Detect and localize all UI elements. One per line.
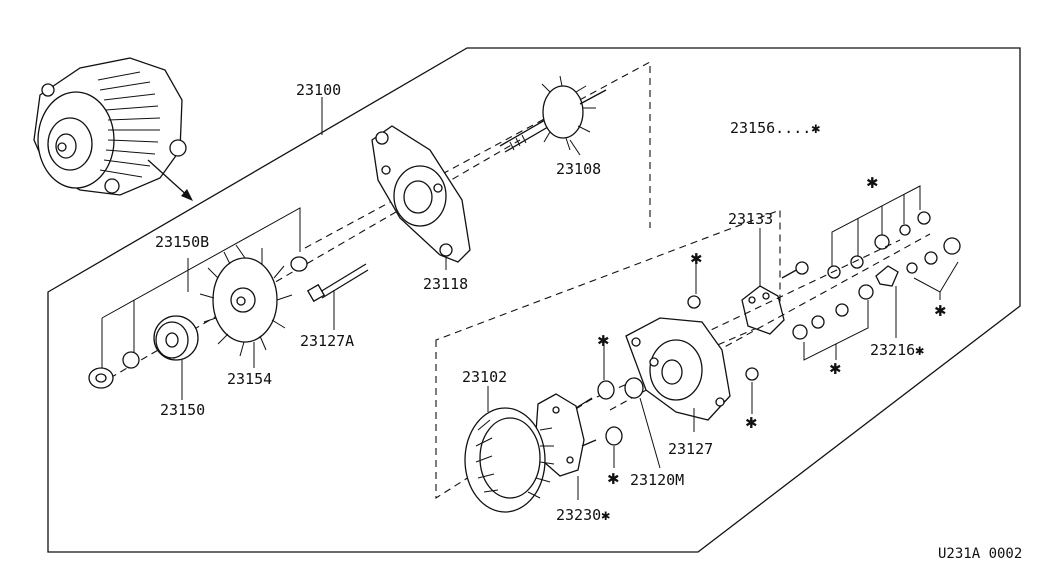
terminal-nut <box>924 251 938 265</box>
rear-bearing <box>624 377 644 399</box>
label-23154: 23154 <box>227 370 272 388</box>
star-marker: ✱ <box>607 470 620 488</box>
spacer-washer <box>290 256 308 272</box>
terminal-nut <box>917 211 931 225</box>
front-housing <box>371 125 471 263</box>
bushing-lower <box>605 426 623 446</box>
label-23100: 23100 <box>296 81 341 99</box>
reference-code: U231A 0002 <box>938 546 1022 562</box>
label-23133: 23133 <box>728 210 773 228</box>
pulley-nut <box>88 367 114 389</box>
terminal-nut <box>858 284 874 300</box>
assembly-frame <box>47 47 1021 553</box>
star-marker: ✱ <box>934 302 947 320</box>
label-23216: 23216✱ <box>870 341 924 359</box>
terminal-washer <box>811 315 825 329</box>
label-23118: 23118 <box>423 275 468 293</box>
label-23108: 23108 <box>556 160 601 178</box>
terminal-nut <box>874 234 890 250</box>
label-23120M: 23120M <box>630 471 684 489</box>
rotor-group-dashed-frame <box>304 61 651 249</box>
through-bolt <box>306 263 369 303</box>
star-marker: ✱ <box>745 414 758 432</box>
stator-part <box>464 407 555 513</box>
label-23150B: 23150B <box>155 233 209 251</box>
star-marker: ✱ <box>690 250 703 268</box>
bushing-upper <box>597 380 615 400</box>
terminal-cap <box>943 237 961 255</box>
rotor-part <box>499 75 607 153</box>
label-23150: 23150 <box>160 401 205 419</box>
terminal-washer <box>835 303 849 317</box>
terminal-washer <box>906 262 918 274</box>
fan-part <box>199 244 293 357</box>
label-23127A: 23127A <box>300 332 354 350</box>
regulator-part <box>741 285 785 335</box>
label-23230: 23230✱ <box>556 506 610 524</box>
terminal-insulator <box>875 265 899 287</box>
label-23102: 23102 <box>462 368 507 386</box>
alternator-assembly-icon <box>33 57 187 196</box>
terminal-washer <box>899 224 911 236</box>
small-nut-b <box>745 367 759 381</box>
rear-housing <box>625 317 731 421</box>
star-marker: ✱ <box>866 174 879 192</box>
arrow-head <box>181 189 193 201</box>
assembly-arrow <box>147 159 191 199</box>
regulator-screw <box>781 261 809 279</box>
label-23127: 23127 <box>668 440 713 458</box>
pulley-washer <box>122 351 140 369</box>
terminal-washer <box>850 255 864 269</box>
star-marker: ✱ <box>597 332 610 350</box>
small-nut-a <box>687 295 701 309</box>
label-23156: 23156....✱ <box>730 119 820 137</box>
terminal-nut <box>792 324 808 340</box>
pulley-part <box>153 315 199 361</box>
star-marker: ✱ <box>829 360 842 378</box>
